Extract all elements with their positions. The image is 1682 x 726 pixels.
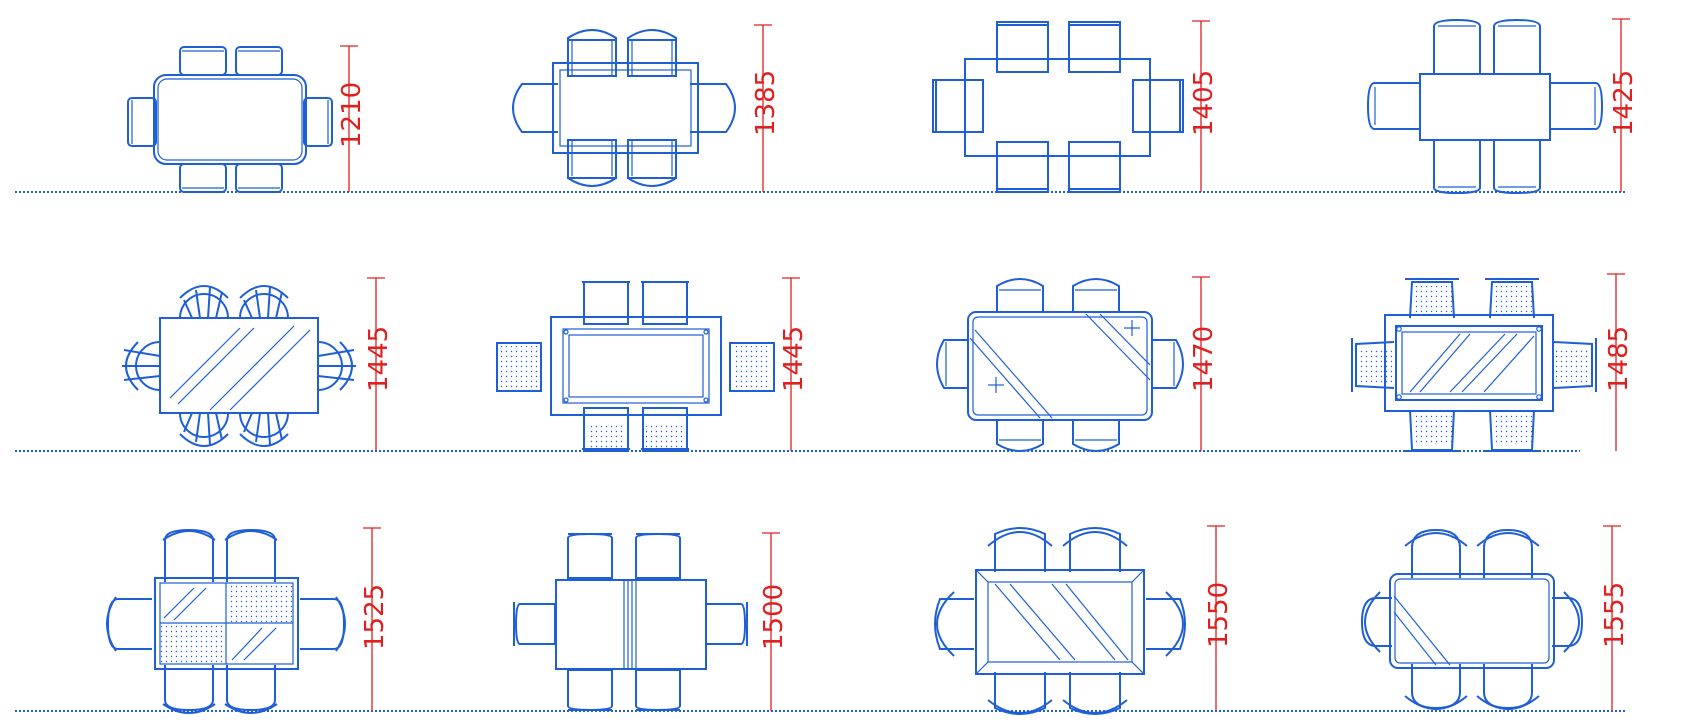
dimension-r2-2: 1445 [779, 277, 809, 451]
dining-set-r2-2 [496, 281, 775, 452]
dimension-r2-1: 1445 [364, 277, 394, 451]
dimension-label: 1210 [337, 82, 367, 148]
dimension-r3-1: 1525 [360, 527, 390, 711]
dimension-label: 1525 [360, 584, 390, 650]
dining-set-r2-1 [122, 285, 356, 447]
dimension-r2-3: 1470 [1189, 276, 1219, 451]
dining-set-r3-3 [934, 527, 1186, 715]
dimension-r3-4: 1555 [1600, 525, 1630, 711]
dimension-label: 1470 [1189, 326, 1219, 392]
dimension-label: 1445 [364, 326, 394, 392]
dimension-r1-2: 1385 [751, 24, 781, 192]
dimension-label: 1425 [1609, 70, 1639, 136]
dimension-r1-1: 1210 [337, 45, 367, 192]
dimension-label: 1500 [759, 584, 789, 650]
dining-set-r1-1 [127, 46, 333, 193]
dining-set-r1-3 [932, 21, 1184, 193]
dining-set-r3-2 [513, 532, 748, 712]
dimension-label: 1385 [751, 70, 781, 136]
dimension-r1-4: 1425 [1609, 18, 1639, 192]
dimension-r3-2: 1500 [759, 532, 789, 711]
dimension-label: 1485 [1604, 326, 1634, 392]
dimension-r2-4: 1485 [1604, 273, 1634, 451]
dimension-r1-3: 1405 [1189, 20, 1219, 192]
dining-set-r2-4 [1351, 278, 1597, 452]
dining-set-r1-2 [512, 29, 736, 187]
dimension-label: 1555 [1600, 582, 1630, 648]
dimension-r3-3: 1550 [1204, 525, 1234, 711]
dining-set-r2-3 [936, 278, 1184, 452]
dining-set-r3-4 [1360, 528, 1584, 710]
dimension-label: 1445 [779, 326, 809, 392]
dining-set-r3-1 [106, 528, 346, 714]
dining-set-r1-4 [1366, 18, 1604, 195]
dimension-label: 1550 [1204, 582, 1234, 648]
dimension-label: 1405 [1189, 70, 1219, 136]
